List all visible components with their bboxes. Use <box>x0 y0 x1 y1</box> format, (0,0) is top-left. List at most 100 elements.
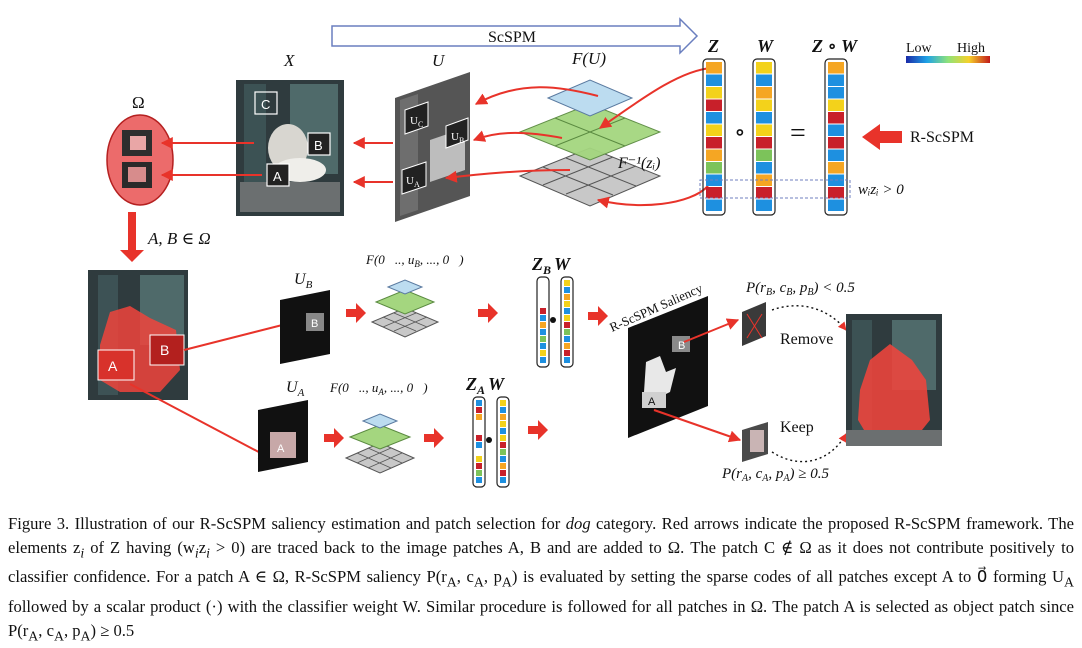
color-legend: Low High <box>906 41 990 63</box>
vector-cell <box>476 421 482 427</box>
vector-cell <box>706 87 722 99</box>
vector-cell <box>828 87 844 99</box>
vector-cell <box>564 294 570 300</box>
fu-pyramid: F(U) F⁻¹(zᵢ) <box>518 49 662 207</box>
vector-cell <box>476 456 482 462</box>
vector-cell <box>706 137 722 149</box>
vector-cell <box>706 124 722 136</box>
vector-cell <box>828 149 844 161</box>
vector-cell <box>500 414 506 420</box>
vector-cell <box>476 407 482 413</box>
vector-z <box>702 58 726 216</box>
equals-operator: = <box>790 118 806 149</box>
vector-cell <box>756 187 772 199</box>
vector-frame <box>702 58 726 216</box>
vector-wb <box>560 276 574 368</box>
legend-low: Low <box>906 41 933 56</box>
vector-cell <box>540 287 546 293</box>
vector-cell <box>500 407 506 413</box>
vector-cell <box>706 174 722 186</box>
vector-cell <box>476 400 482 406</box>
vector-z-circ-w <box>824 58 848 216</box>
vector-cell <box>756 149 772 161</box>
scspm-label: ScSPM <box>488 29 536 46</box>
vector-cell <box>564 280 570 286</box>
vector-cell <box>564 329 570 335</box>
uc-label: UC <box>410 115 423 129</box>
zow-label: Z ∘ W <box>811 36 859 56</box>
vector-cell <box>540 322 546 328</box>
vector-cell <box>706 149 722 161</box>
rscspm-label: R-ScSPM <box>910 129 974 146</box>
vector-cell <box>756 199 772 211</box>
vector-cell <box>756 112 772 124</box>
ub-label: UB <box>294 271 313 291</box>
vector-cell <box>476 435 482 441</box>
w-label: W <box>757 36 775 56</box>
fa-label: F(0⃗.., uA, ..., 0⃗) <box>329 380 428 397</box>
vector-cell <box>756 74 772 86</box>
fa-pyramid <box>344 413 416 474</box>
vector-cell <box>540 329 546 335</box>
omega-label: Ω <box>132 93 145 112</box>
ua-label: UA <box>286 379 305 399</box>
vector-cell <box>756 62 772 74</box>
vector-cell <box>476 463 482 469</box>
vector-zb <box>536 276 550 368</box>
vector-cell <box>540 280 546 286</box>
svg-text:B: B <box>311 318 318 330</box>
svg-text:A: A <box>277 443 285 455</box>
vector-cell <box>540 343 546 349</box>
vector-frame <box>560 276 574 368</box>
vector-cell <box>828 124 844 136</box>
vector-cell <box>756 124 772 136</box>
vector-cell <box>540 336 546 342</box>
vector-frame <box>472 396 486 488</box>
patch-b-label: B <box>314 138 323 153</box>
prob-b-label: P(rB, cB, pB) < 0.5 <box>745 280 855 298</box>
fu-label: F(U) <box>571 49 606 68</box>
vector-cell <box>756 87 772 99</box>
vector-cell <box>564 301 570 307</box>
vector-cell <box>540 315 546 321</box>
vector-cell <box>564 315 570 321</box>
figure-caption: Figure 3. Illustration of our R-ScSPM sa… <box>8 514 1075 643</box>
svg-text:B: B <box>678 340 685 352</box>
scspm-arrow: ScSPM <box>331 17 699 55</box>
vector-cell <box>564 357 570 363</box>
vector-cell <box>500 477 506 483</box>
ua-inline-label: UA <box>406 175 420 189</box>
vector-cell <box>540 294 546 300</box>
vector-cell <box>756 162 772 174</box>
u-label: U <box>432 51 446 70</box>
vector-cell <box>500 449 506 455</box>
ub-inline-label: UB <box>451 131 464 145</box>
fb-pyramid <box>370 279 440 338</box>
vector-cell <box>828 137 844 149</box>
vector-cell <box>500 435 506 441</box>
wz-label: wᵢzᵢ > 0 <box>858 182 904 198</box>
vector-cell <box>500 400 506 406</box>
vector-cell <box>564 336 570 342</box>
vector-cell <box>706 62 722 74</box>
vector-cell <box>500 421 506 427</box>
vector-cell <box>706 162 722 174</box>
vector-cell <box>564 322 570 328</box>
saliency-map: B A <box>628 296 708 438</box>
saliency-patch-b: B <box>160 342 169 358</box>
vector-za <box>472 396 486 488</box>
vector-cell <box>756 99 772 111</box>
vector-cell <box>706 99 722 111</box>
vector-frame <box>496 396 510 488</box>
image-x: X C B A <box>236 51 344 216</box>
saliency-input-image: A B <box>88 270 188 400</box>
vector-cell <box>540 357 546 363</box>
vector-cell <box>476 470 482 476</box>
vector-cell <box>500 442 506 448</box>
prob-a-label: P(rA, cA, pA) ≥ 0.5 <box>721 466 829 484</box>
svg-text:A: A <box>648 396 656 408</box>
figure-illustration: ScSPM Ω X C B A U UC <box>88 17 990 488</box>
remove-label: Remove <box>780 331 833 348</box>
